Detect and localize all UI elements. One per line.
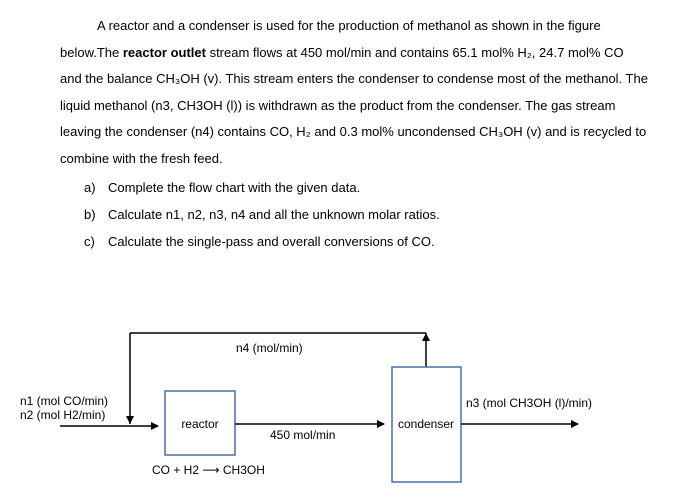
reaction-equation: CO + H2 ⟶ CH3OH (152, 463, 265, 477)
text-run: stream flows at 450 mol/min and contains… (205, 44, 624, 60)
text-run: liquid methanol (n3, CH3OH (l)) is withd… (60, 97, 616, 113)
bold-text: reactor outlet (122, 44, 206, 60)
recycle-arrow-down-icon (126, 416, 134, 424)
paragraph-line: combine with the fresh feed. (60, 146, 660, 173)
condenser-label: condenser (398, 417, 454, 431)
task-text: Complete the flow chart with the given d… (108, 180, 361, 195)
task-marker: a) (84, 180, 96, 195)
paragraph-line: liquid methanol (n3, CH3OH (l)) is withd… (60, 93, 660, 120)
feed-label-h2: n2 (mol H2/min) (20, 408, 105, 422)
problem-statement: A reactor and a condenser is used for th… (60, 13, 660, 172)
paragraph-line: leaving the condenser (n4) contains CO, … (60, 119, 660, 146)
reactor-box (164, 390, 236, 456)
recycle-arrow-icon (422, 333, 430, 341)
text-run: below.The (60, 44, 123, 60)
feed-label-co: n1 (mol CO/min) (20, 394, 108, 408)
condenser-box (391, 366, 462, 483)
reactor-label: reactor (181, 417, 218, 431)
text-run: A reactor and a condenser is used for th… (97, 18, 601, 33)
paragraph-line: and the balance CH₃OH (v). This stream e… (60, 66, 660, 93)
task-marker: b) (84, 207, 96, 222)
product-label: n3 (mol CH3OH (l)/min) (466, 396, 592, 410)
task-item-c: c) Calculate the single-pass and overall… (84, 228, 440, 255)
task-text: Calculate the single-pass and overall co… (108, 234, 435, 249)
task-item-a: a) Complete the flow chart with the give… (84, 174, 440, 201)
task-item-b: b) Calculate n1, n2, n3, n4 and all the … (84, 201, 440, 228)
text-run: leaving the condenser (n4) contains CO, … (60, 124, 647, 139)
task-marker: c) (84, 234, 95, 249)
task-list: a) Complete the flow chart with the give… (84, 174, 440, 255)
task-text: Calculate n1, n2, n3, n4 and all the unk… (108, 207, 440, 222)
paragraph-line: below.The reactor outlet stream flows at… (60, 40, 660, 67)
paragraph-line: A reactor and a condenser is used for th… (60, 13, 660, 40)
outlet-flow-label: 450 mol/min (270, 428, 335, 442)
text-run: combine with the fresh feed. (60, 150, 223, 166)
recycle-label: n4 (mol/min) (236, 341, 303, 355)
text-run: and the balance CH₃OH (v). This stream e… (60, 71, 648, 86)
